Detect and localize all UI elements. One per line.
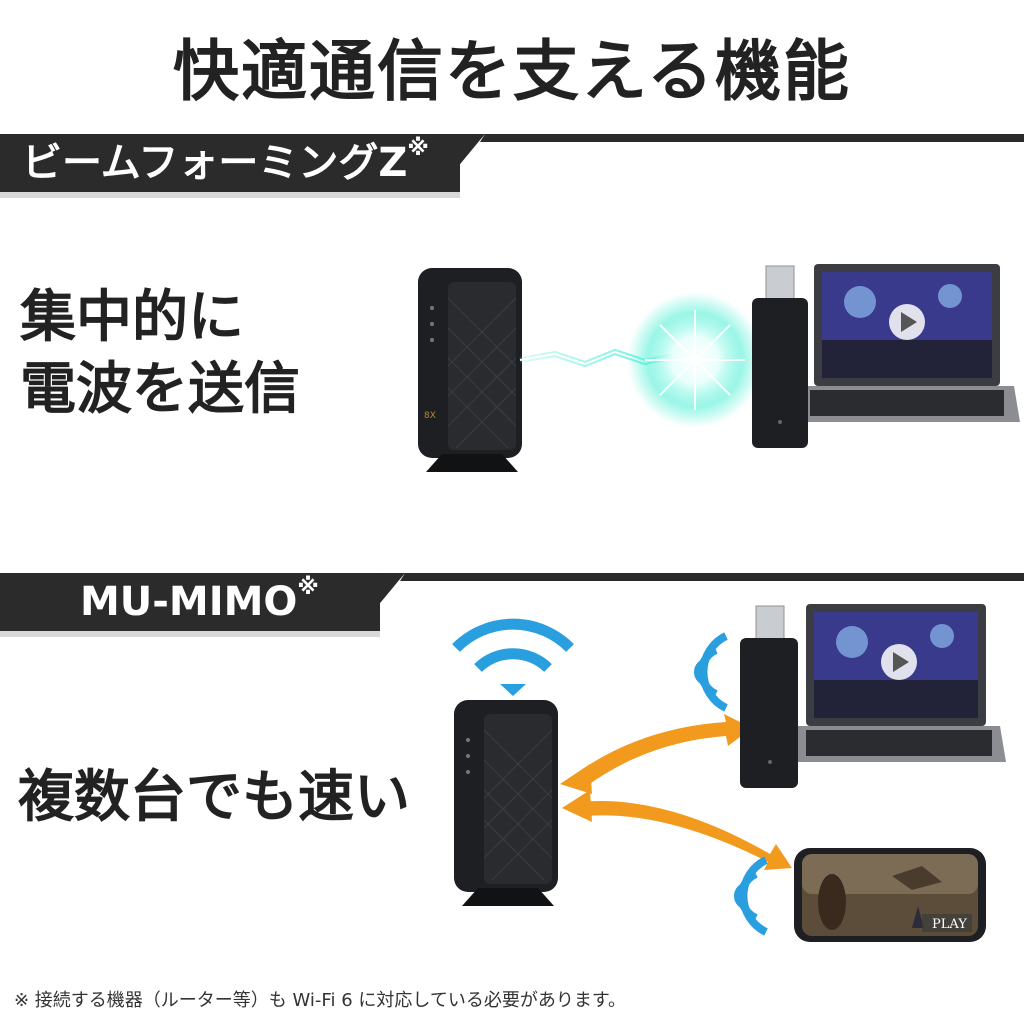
- band-slant-mumimo: [332, 573, 1024, 631]
- headline-line-1: 集中的に: [20, 285, 244, 350]
- section-title-beamforming-text: ビームフォーミングZ: [22, 140, 408, 186]
- arrow-head-router-top: [560, 764, 592, 794]
- wifi-icon-laptop: [694, 632, 728, 712]
- router-image-beamforming: 8X: [418, 268, 522, 472]
- laptop-image-beamforming: [794, 264, 1020, 422]
- phone-play-button: PLAY: [932, 917, 967, 932]
- headline-line-2: 電波を送信: [20, 357, 300, 422]
- section-band-mumimo: [0, 573, 380, 637]
- section-title-beamforming: ビームフォーミングZ※: [22, 134, 429, 192]
- page-title: 快適通信を支える機能: [172, 33, 852, 110]
- section-note-mark: ※: [297, 575, 319, 600]
- wifi-icon: [452, 618, 574, 696]
- footnote: ※ 接続する機器（ルーター等）も Wi-Fi 6 に対応している必要があります。: [14, 990, 627, 1011]
- router-badge: 8X: [424, 411, 436, 421]
- section-title-mumimo-text: MU-MIMO: [80, 579, 298, 625]
- headline-fast-multiple: 複数台でも速い: [18, 765, 410, 830]
- headline-concentrated: 集中的に 電波を送信: [20, 282, 300, 426]
- section-band-beamforming: [0, 134, 460, 198]
- smartphone-image: PLAY: [794, 848, 986, 942]
- section-note-mark: ※: [407, 136, 429, 161]
- usb-adapter-beamforming: [752, 265, 808, 448]
- arrow-to-laptop: [570, 714, 752, 788]
- beam-effect: [519, 292, 763, 428]
- band-slant-beamforming: [412, 134, 1024, 192]
- wifi-icon-phone: [734, 856, 768, 936]
- data-arrows: [560, 714, 792, 870]
- laptop-image-mumimo: [792, 604, 1006, 762]
- arrow-to-phone: [580, 801, 792, 870]
- router-image-mumimo: [454, 700, 558, 906]
- usb-adapter-mumimo: [740, 605, 798, 788]
- section-title-mumimo: MU-MIMO※: [80, 573, 319, 631]
- arrow-head-router-bottom: [562, 790, 592, 822]
